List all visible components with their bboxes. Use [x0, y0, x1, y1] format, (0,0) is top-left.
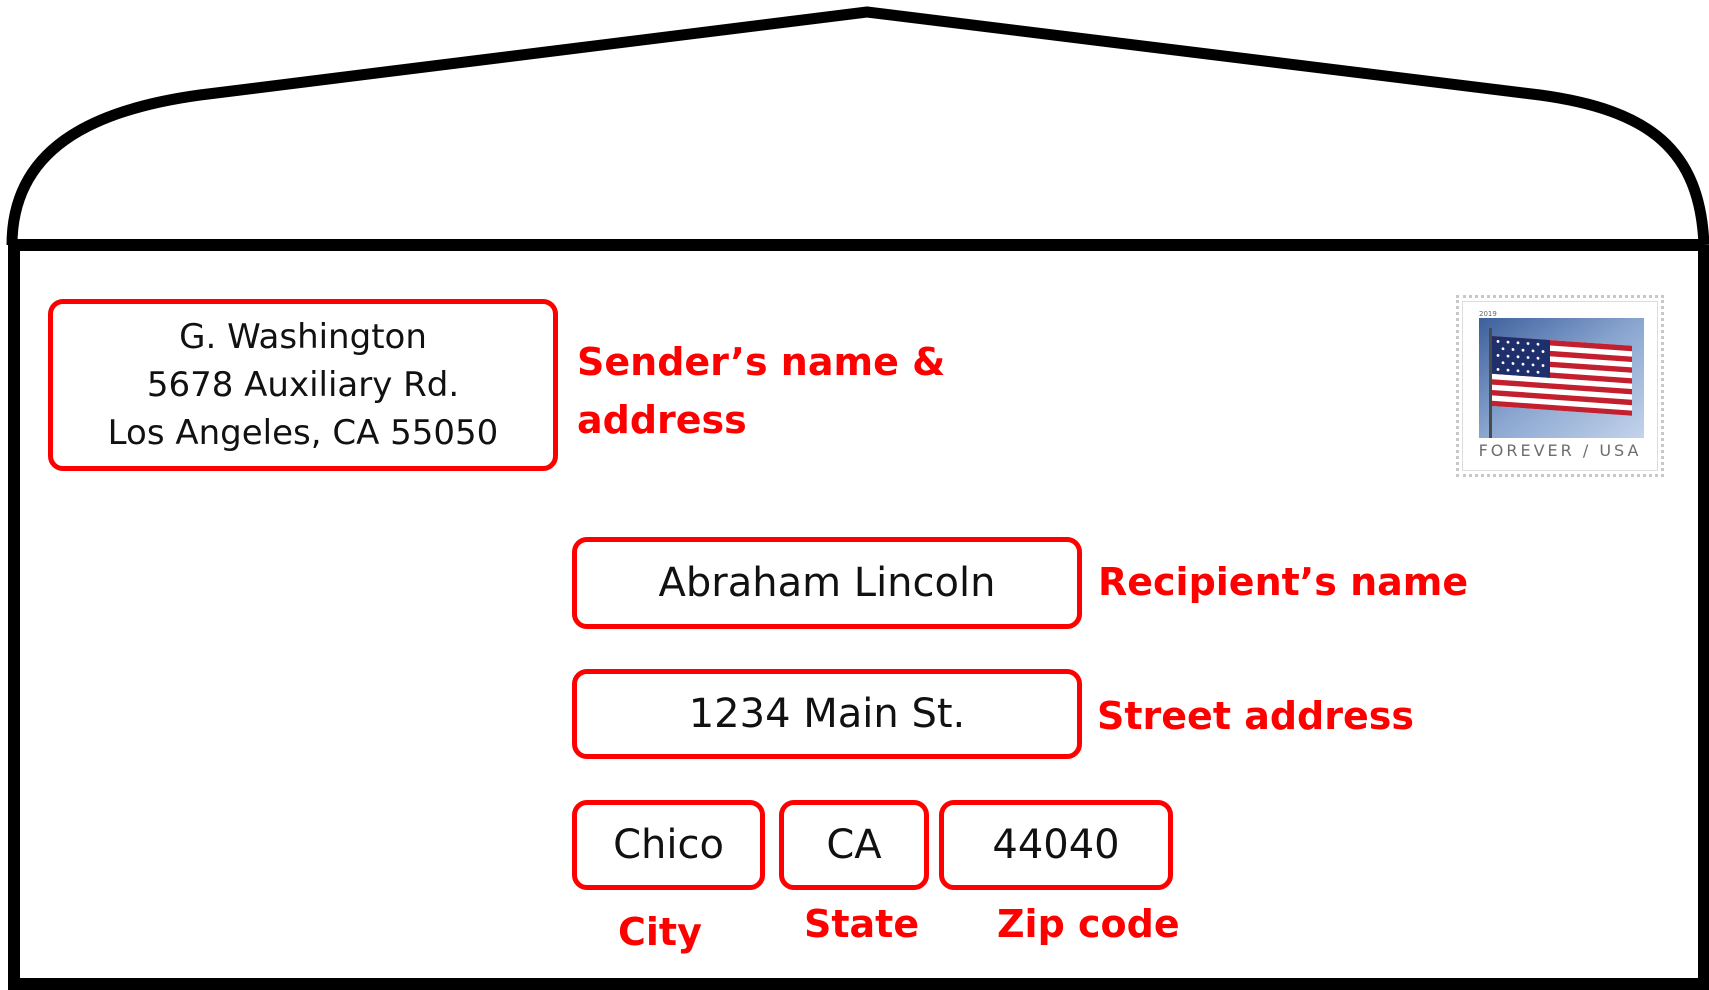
- sender-address-box: G. Washington 5678 Auxiliary Rd. Los Ang…: [48, 299, 558, 471]
- zip-code-value: 44040: [992, 821, 1120, 868]
- sender-name: G. Washington: [179, 316, 427, 357]
- stamp-year: 2019: [1479, 310, 1497, 318]
- sender-label: Sender’s name & address: [577, 333, 945, 449]
- us-flag-icon: [1479, 318, 1644, 438]
- city-box: Chico: [572, 800, 765, 890]
- city-value: Chico: [613, 821, 724, 868]
- state-label: State: [804, 902, 920, 946]
- state-box: CA: [779, 800, 929, 890]
- sender-label-line-2: address: [577, 398, 747, 442]
- sender-city-state-zip: Los Angeles, CA 55050: [107, 413, 499, 454]
- recipient-name: Abraham Lincoln: [658, 559, 996, 606]
- city-label: City: [618, 910, 702, 954]
- recipient-name-box: Abraham Lincoln: [572, 537, 1082, 629]
- recipient-name-label: Recipient’s name: [1098, 560, 1469, 604]
- state-value: CA: [826, 821, 882, 868]
- zip-code-label: Zip code: [997, 902, 1180, 946]
- street-address: 1234 Main St.: [688, 690, 966, 737]
- sender-street: 5678 Auxiliary Rd.: [146, 364, 460, 405]
- postage-stamp: 2019: [1456, 295, 1664, 477]
- street-address-label: Street address: [1097, 694, 1415, 738]
- envelope-flap: [6, 6, 1709, 246]
- envelope-body: [8, 239, 1709, 990]
- sender-label-line-1: Sender’s name &: [577, 340, 946, 384]
- stamp-text: FOREVER / USA: [1478, 441, 1642, 460]
- zip-code-box: 44040: [939, 800, 1173, 890]
- street-address-box: 1234 Main St.: [572, 669, 1082, 759]
